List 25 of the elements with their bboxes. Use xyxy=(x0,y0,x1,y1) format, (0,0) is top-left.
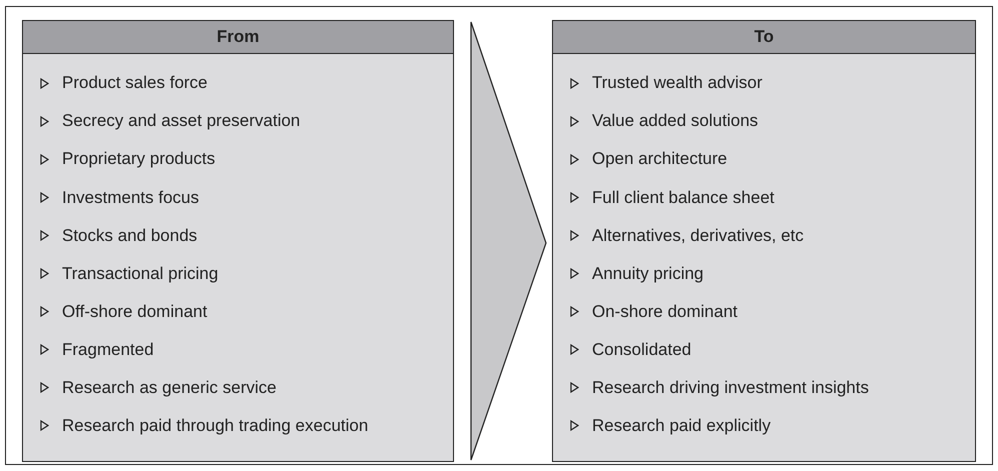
list-item-text: Fragmented xyxy=(62,338,154,361)
list-item-text: Open architecture xyxy=(592,148,728,170)
list-item-text: Research paid through trading execution xyxy=(62,415,368,438)
list-item-text: Off-shore dominant xyxy=(62,300,208,323)
list-item-text: Value added solutions xyxy=(592,110,758,132)
panel-header: To xyxy=(553,21,975,54)
list-item-text: Consolidated xyxy=(592,338,692,361)
list-panel xyxy=(22,20,454,462)
list-item-text: Research as generic service xyxy=(62,377,276,400)
list-panel xyxy=(552,20,976,462)
list-item-text: Transactional pricing xyxy=(62,262,218,285)
list-item-text: Full client balance sheet xyxy=(592,186,774,209)
list-item-text: Trusted wealth advisor xyxy=(592,72,762,94)
list-item-text: Stocks and bonds xyxy=(62,224,198,247)
list-item-text: Research paid explicitly xyxy=(592,415,771,438)
list-item-text: Investments focus xyxy=(62,186,200,209)
list-item-text: Proprietary products xyxy=(62,148,216,170)
list-item-text: Secrecy and asset preservation xyxy=(62,110,300,132)
list-item-text: Annuity pricing xyxy=(592,262,704,285)
list-item-text: Research driving investment insights xyxy=(592,377,869,400)
list-item-text: On-shore dominant xyxy=(592,300,738,323)
list-item-text: Alternatives, derivatives, etc xyxy=(592,224,804,247)
list-item-text: Product sales force xyxy=(62,72,208,94)
chevron-arrow xyxy=(470,21,547,461)
panel-header: From xyxy=(23,21,453,54)
